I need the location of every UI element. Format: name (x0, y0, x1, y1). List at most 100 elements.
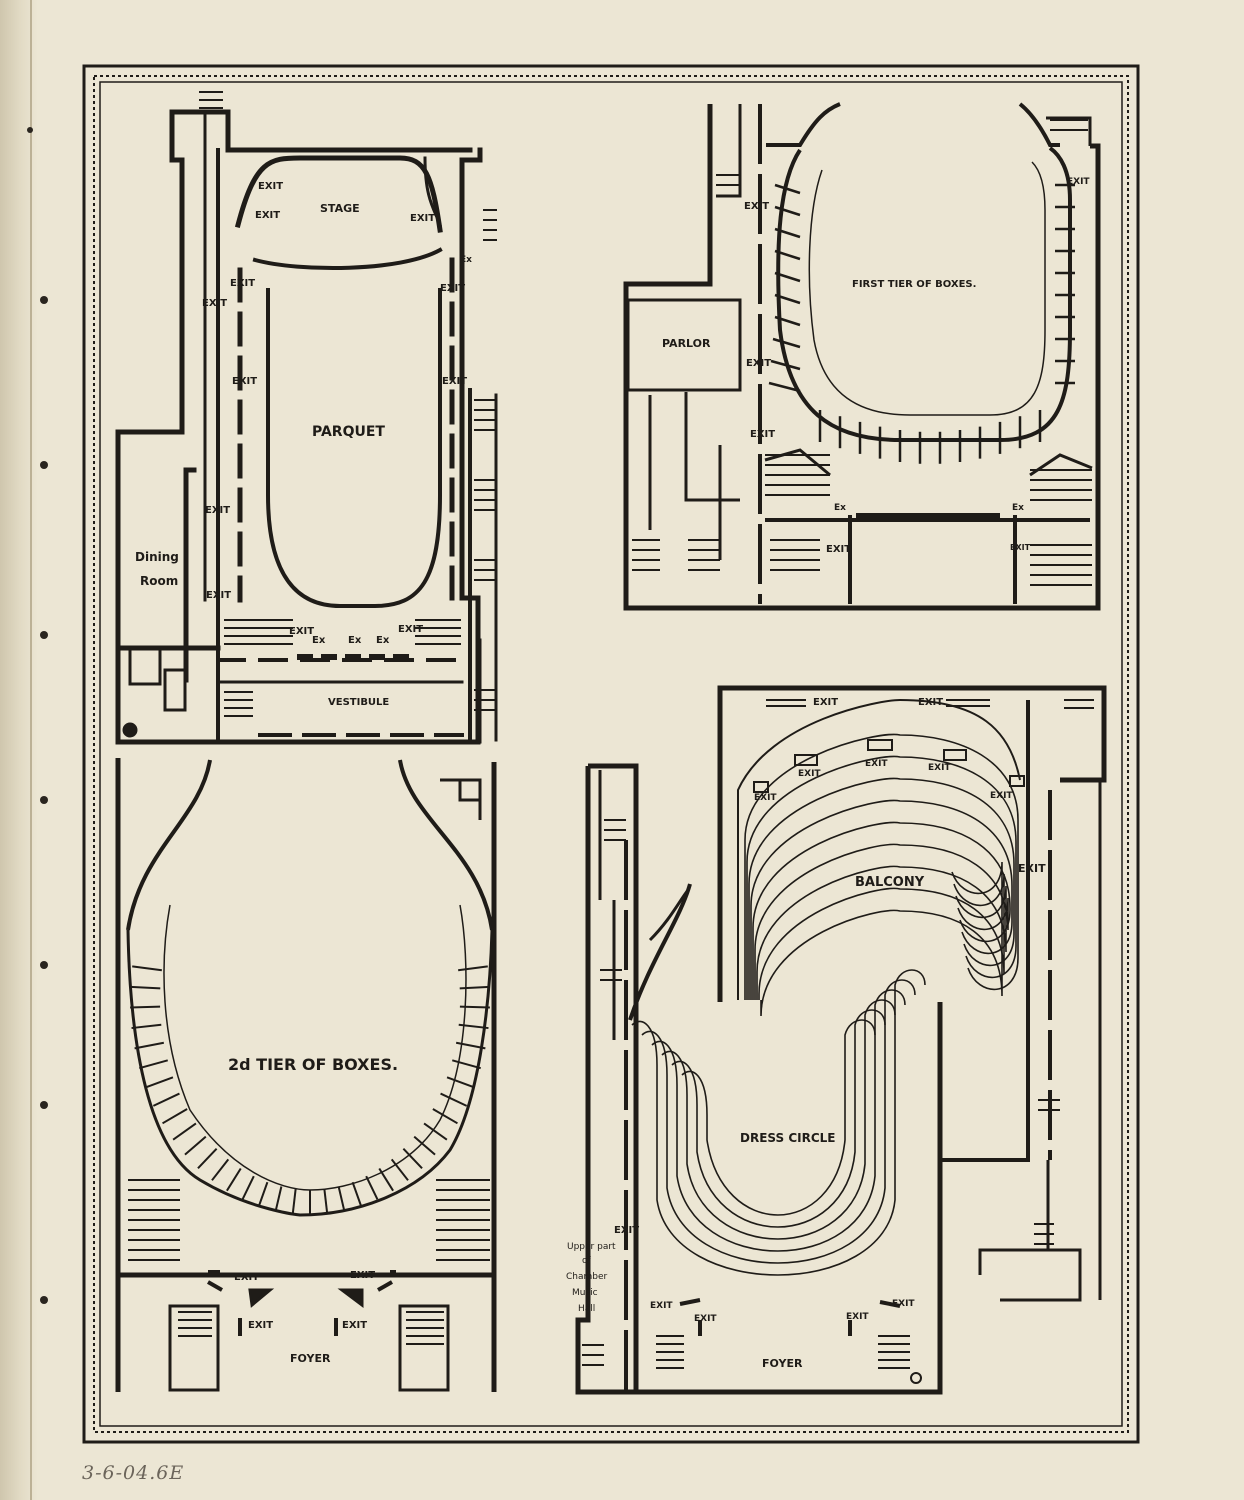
box-partition (131, 1023, 162, 1030)
box-partition (451, 1059, 481, 1070)
stage-label: STAGE (320, 202, 360, 215)
balcony-seat-row (752, 821, 1011, 1000)
balcony-labels: BALCONY EXIT EXIT EXIT EXIT EXIT EXIT EX… (754, 697, 1046, 890)
box-partition (274, 1186, 283, 1212)
dress-circle-exit-label: EXIT (694, 1314, 717, 1324)
box-partition (459, 985, 490, 990)
box-partition (378, 1168, 394, 1192)
dress-circle-seat-row (681, 1019, 876, 1216)
first-tier-box-partitions (768, 183, 1075, 464)
box-partition (184, 1135, 207, 1156)
balcony-seat-row (758, 873, 1005, 1000)
box-partition (130, 1005, 161, 1009)
second-tier-labels: 2d TIER OF BOXES. FOYER EXIT EXIT EXIT E… (228, 1055, 398, 1365)
balcony-exit-label: EXIT (798, 769, 821, 779)
first-tier-exit-label: EXIT (1010, 543, 1031, 552)
parquet-exit-label: EXIT (255, 210, 280, 221)
box-partition (291, 1189, 297, 1215)
balcony-exit-label: EXIT (990, 791, 1013, 801)
parquet-exit-label: EXIT (206, 590, 231, 601)
box-partition (774, 271, 801, 283)
balcony-exit-label: EXIT (813, 697, 838, 708)
second-tier-exit-label: EXIT (248, 1320, 273, 1331)
binding-fold-line (30, 0, 32, 1500)
first-tier-exit-label: EXIT (750, 429, 775, 440)
dress-circle-exit-label: EXIT (892, 1299, 915, 1309)
vestibule-label: VESTIBULE (328, 697, 389, 708)
dress-circle-label: DRESS CIRCLE (740, 1131, 835, 1145)
balcony-exit-label: EXIT (918, 697, 943, 708)
box-partition (365, 1175, 379, 1200)
box-partition (455, 1041, 486, 1050)
first-tier-exit-label: EXIT (746, 358, 771, 369)
chamber-hall-label-line3: Chamber (566, 1272, 608, 1282)
first-tier-ex-label: Ex (1012, 503, 1024, 513)
box-partition (145, 1076, 174, 1089)
parquet-exit-label: EXIT (398, 624, 423, 635)
dress-circle-exit-label: EXIT (846, 1312, 869, 1322)
box-partition (241, 1175, 255, 1200)
box-partition (458, 965, 488, 972)
box-partition (130, 985, 161, 990)
second-tier-foyer-label: FOYER (290, 1352, 331, 1365)
second-tier-title: 2d TIER OF BOXES. (228, 1055, 398, 1074)
pencil-annotation: 3-6-04.6E (82, 1462, 185, 1484)
box-partition (323, 1189, 329, 1215)
chamber-hall-label-line4: Music (572, 1288, 598, 1298)
balcony-floor-plan (717, 685, 1107, 1302)
second-tier-exit-label: EXIT (350, 1270, 375, 1281)
dress-circle-labels: DRESS CIRCLE FOYER EXIT EXIT EXIT EXIT E… (566, 1131, 915, 1370)
second-tier-floor-plan (115, 758, 497, 1392)
box-partition (413, 1135, 436, 1156)
box-partition (172, 1122, 197, 1141)
first-tier-floor-plan (623, 102, 1101, 611)
chamber-hall-label-line5: Hall (578, 1304, 595, 1314)
box-partition (152, 1092, 180, 1107)
box-partition (139, 1059, 169, 1070)
parquet-exit-label: EXIT (440, 283, 465, 294)
first-tier-exit-label: EXIT (744, 201, 769, 212)
parquet-floor-plan (115, 91, 498, 745)
box-partition (772, 337, 801, 349)
box-partition (770, 359, 801, 371)
box-partition (432, 1108, 458, 1125)
box-partition (774, 249, 801, 261)
balcony-label: BALCONY (855, 875, 925, 890)
dress-circle-floor-plan (575, 763, 943, 1395)
balcony-seat-row (754, 843, 1009, 1000)
chamber-hall-label-line2: of (582, 1256, 592, 1266)
box-partition (337, 1186, 346, 1212)
first-tier-exit-label: EXIT (826, 544, 851, 555)
box-partition (197, 1148, 218, 1169)
first-tier-labels: FIRST TIER OF BOXES. PARLOR EXIT EXIT EX… (662, 177, 1090, 555)
box-partition (226, 1168, 242, 1192)
dress-circle-seat-row (661, 999, 896, 1240)
parquet-labels: STAGE PARQUET Dining Room VESTIBULE EXIT… (135, 181, 472, 708)
parquet-exit-label: EXIT (410, 213, 435, 224)
second-tier-exit-label: EXIT (234, 1272, 259, 1283)
second-tier-exit-label: EXIT (342, 1320, 367, 1331)
box-partition (446, 1076, 475, 1089)
chamber-hall-label-line1: Upper part (567, 1242, 616, 1252)
first-tier-exit-label: EXIT (1067, 177, 1090, 187)
balcony-exit-label: EXIT (754, 793, 777, 803)
second-tier-box-partitions (130, 965, 490, 1215)
box-partition (257, 1181, 269, 1207)
box-partition (440, 1092, 468, 1107)
balcony-seat-row (744, 733, 1019, 1000)
parquet-ex-label: Ex (348, 635, 362, 646)
parquet-exit-label: EXIT (205, 505, 230, 516)
dress-circle-seat-row (631, 969, 926, 1276)
parquet-label: PARQUET (312, 424, 385, 440)
balcony-exit-label: EXIT (865, 759, 888, 769)
box-partition (423, 1122, 448, 1141)
binding-holes (27, 127, 48, 1304)
box-partition (132, 965, 162, 972)
box-partition (458, 1023, 489, 1030)
parquet-exit-label: EXIT (232, 376, 257, 387)
dress-circle-exit-label: EXIT (614, 1225, 639, 1236)
box-partition (774, 183, 801, 195)
dress-circle-foyer-label: FOYER (762, 1357, 803, 1370)
